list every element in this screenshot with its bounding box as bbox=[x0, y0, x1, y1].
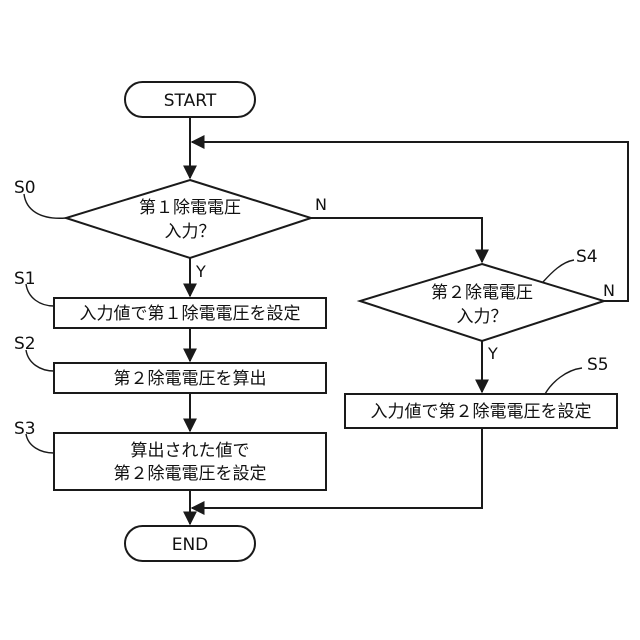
decision-s0 bbox=[66, 180, 311, 258]
s4-no-label: N bbox=[603, 281, 615, 300]
process-s2-text: 第２除電電圧を算出 bbox=[114, 369, 267, 389]
process-s3-line2: 第２除電電圧を設定 bbox=[114, 464, 267, 484]
s4-leader-line bbox=[543, 260, 574, 282]
step-id-s3: S3 bbox=[14, 419, 36, 439]
decision-s4-line2: 入力？ bbox=[457, 307, 508, 327]
process-s5-text: 入力値で第２除電電圧を設定 bbox=[371, 402, 592, 422]
s5-leader-line bbox=[545, 368, 582, 394]
decision-s0-line1: 第１除電電圧 bbox=[139, 198, 241, 218]
step-id-s2: S2 bbox=[14, 334, 36, 354]
s0-yes-label: Y bbox=[195, 262, 206, 281]
edge-s0-no-to-s4 bbox=[311, 218, 482, 262]
s0-no-label: N bbox=[315, 195, 327, 214]
process-s1-text: 入力値で第１除電電圧を設定 bbox=[80, 304, 301, 324]
decision-s4-line1: 第２除電電圧 bbox=[431, 283, 533, 303]
s4-yes-label: Y bbox=[487, 344, 498, 363]
end-label: END bbox=[172, 535, 209, 555]
process-s3-line1: 算出された値で bbox=[131, 441, 250, 461]
step-id-s0: S0 bbox=[14, 178, 36, 198]
step-id-s5: S5 bbox=[587, 355, 609, 375]
step-id-s1: S1 bbox=[14, 269, 36, 289]
decision-s0-line2: 入力？ bbox=[165, 222, 216, 242]
start-label: START bbox=[164, 91, 217, 111]
step-id-s4: S4 bbox=[576, 247, 598, 267]
